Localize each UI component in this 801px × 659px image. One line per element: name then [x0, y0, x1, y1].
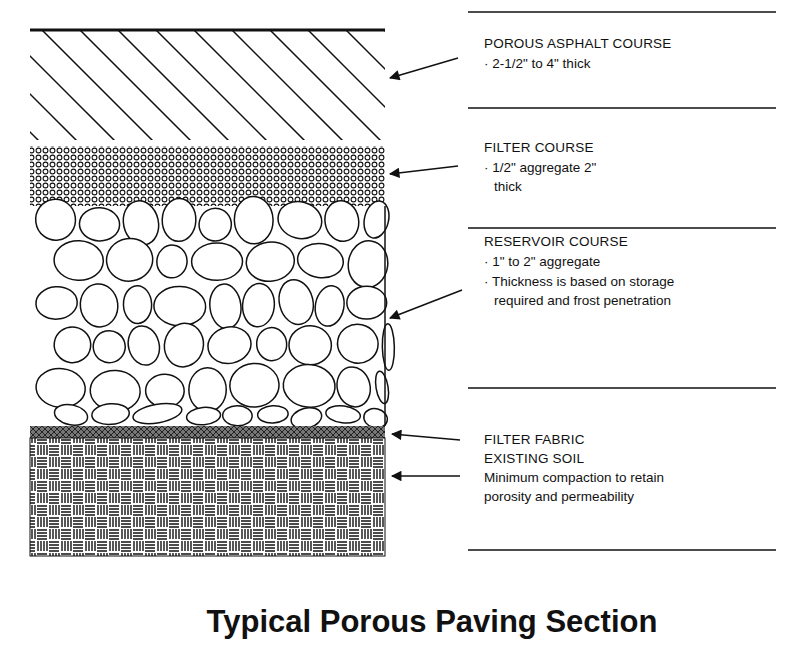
layer-name: FILTER FABRIC: [484, 430, 774, 449]
surface-line: [30, 29, 385, 32]
layer-spec: · Thickness is based on storage required…: [484, 272, 694, 310]
layer-spec: · 2-1/2" to 4" thick: [484, 54, 784, 73]
asphalt-hatch: [30, 30, 385, 140]
layer-name: RESERVOIR COURSE: [484, 232, 774, 251]
layer-name: EXISTING SOIL: [484, 449, 774, 468]
leader-arrows: [390, 58, 462, 476]
diagram-title: Typical Porous Paving Section: [207, 604, 658, 640]
layer-spec: · 1" to 2" aggregate: [484, 252, 784, 271]
layer-note: Minimum compaction to retain porosity an…: [484, 468, 704, 506]
filter-fabric-band: [30, 426, 385, 438]
filter-course-dots: [30, 146, 385, 206]
soil-weave: [30, 438, 385, 556]
layer-name: POROUS ASPHALT COURSE: [484, 34, 774, 53]
reservoir-stones: [33, 196, 395, 432]
column-rules: [468, 12, 776, 550]
layer-name: FILTER COURSE: [484, 138, 774, 157]
layer-spec: · 1/2" aggregate 2" thick: [484, 158, 624, 196]
